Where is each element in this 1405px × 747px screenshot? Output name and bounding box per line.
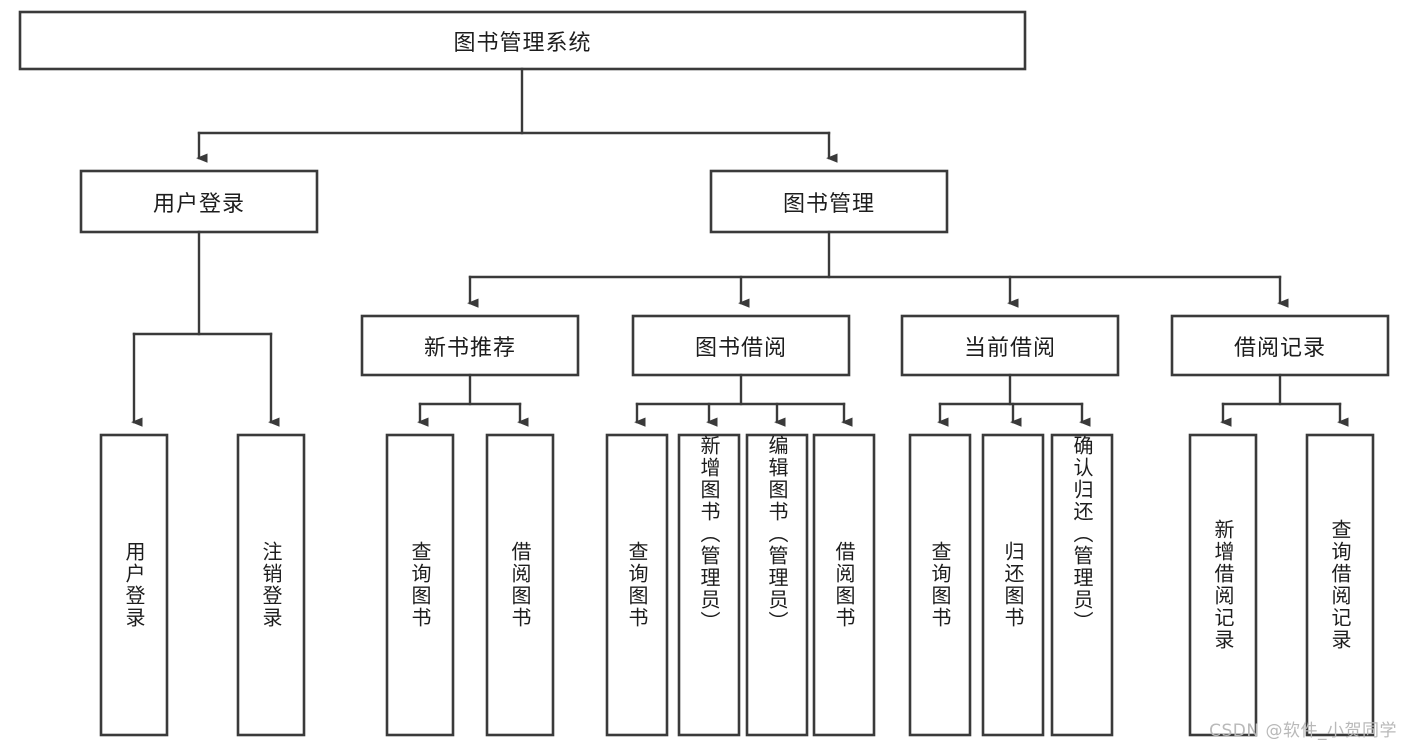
node-user-login[interactable]: [79, 169, 319, 234]
node-book-borrow[interactable]: [631, 314, 851, 377]
node-book-management-system[interactable]: [18, 10, 1027, 71]
node-borrow-record[interactable]: [1170, 314, 1390, 377]
node-leaf-return-book[interactable]: [981, 433, 1045, 737]
csdn-watermark: CSDN @软件_小贺同学: [1209, 721, 1397, 741]
node-leaf-add-borrow-record[interactable]: [1188, 433, 1258, 737]
node-leaf-query-book-borrow[interactable]: [605, 433, 669, 737]
node-leaf-borrow-book[interactable]: [812, 433, 876, 737]
node-leaf-query-book-rec[interactable]: [385, 433, 455, 737]
node-new-book-recommend[interactable]: [360, 314, 580, 377]
node-leaf-logout[interactable]: [236, 433, 306, 737]
node-leaf-user-login[interactable]: [99, 433, 169, 737]
node-book-management[interactable]: [709, 169, 949, 234]
node-leaf-confirm-return[interactable]: [1050, 433, 1114, 737]
node-leaf-add-book[interactable]: [677, 433, 741, 737]
node-current-borrow[interactable]: [900, 314, 1120, 377]
node-leaf-query-book-current[interactable]: [908, 433, 972, 737]
node-leaf-query-borrow-record[interactable]: [1305, 433, 1375, 737]
node-leaf-borrow-book-rec[interactable]: [485, 433, 555, 737]
node-leaf-edit-book[interactable]: [745, 433, 809, 737]
